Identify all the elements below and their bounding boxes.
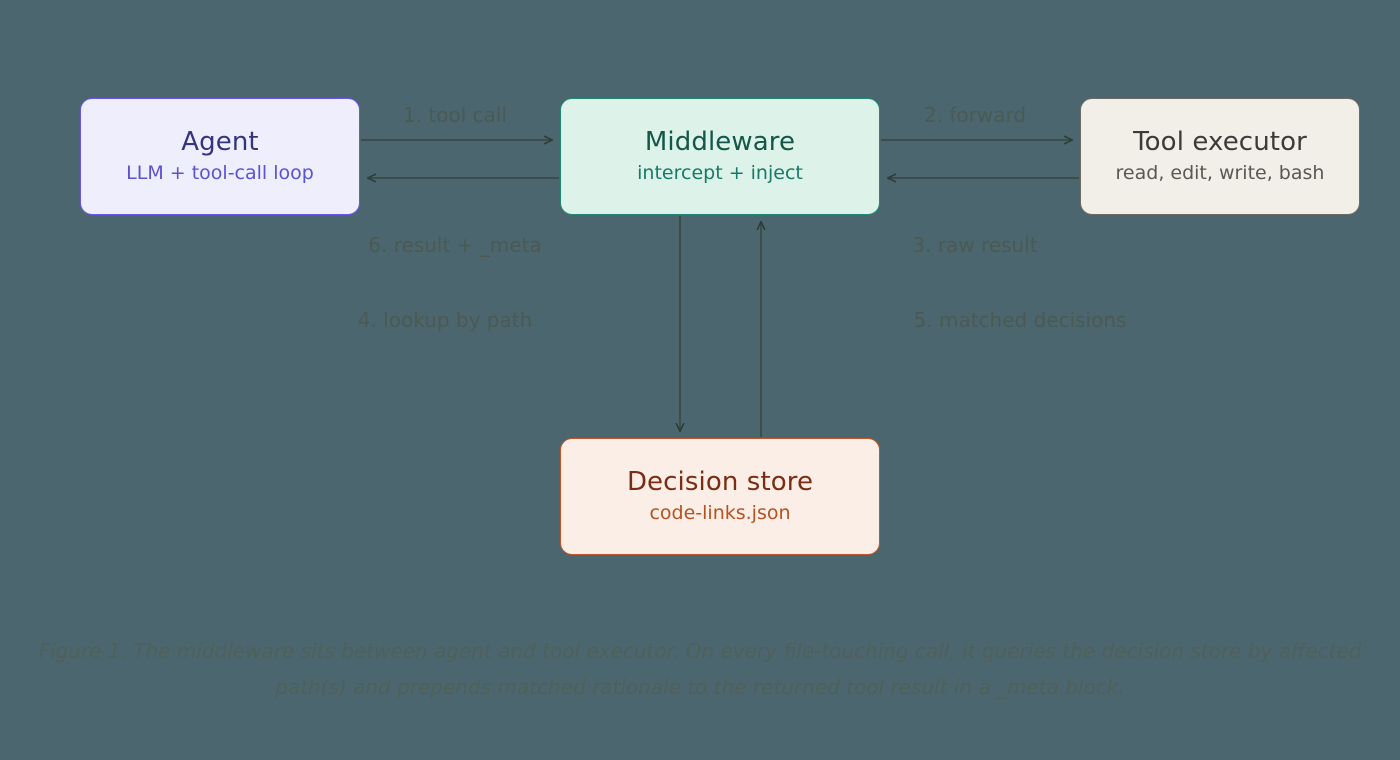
node-tool-executor-subtitle: read, edit, write, bash	[1115, 162, 1325, 185]
node-decision-store-title: Decision store	[626, 467, 814, 498]
node-tool-executor[interactable]: Tool executor read, edit, write, bash	[1080, 98, 1360, 215]
edge-label-2-forward: 2. forward	[923, 103, 1027, 127]
node-middleware-title: Middleware	[644, 127, 796, 158]
node-agent-title: Agent	[181, 127, 259, 158]
node-agent-subtitle: LLM + tool-call loop	[126, 162, 314, 185]
node-tool-executor-title: Tool executor	[1133, 127, 1307, 158]
node-middleware[interactable]: Middleware intercept + inject	[560, 98, 880, 215]
edge-label-1-tool-call: 1. tool call	[402, 103, 508, 127]
node-middleware-subtitle: intercept + inject	[637, 162, 803, 185]
node-decision-store[interactable]: Decision store code-links.json	[560, 438, 880, 555]
edge-label-4-lookup-by-path: 4. lookup by path	[357, 308, 533, 332]
edge-label-6-result-meta: 6. result + _meta	[368, 233, 542, 257]
figure-caption: Figure 1. The middleware sits between ag…	[38, 639, 1362, 699]
edge-label-3-raw-result: 3. raw result	[912, 233, 1038, 257]
node-agent[interactable]: Agent LLM + tool-call loop	[80, 98, 360, 215]
edge-label-5-matched-decisions: 5. matched decisions	[913, 308, 1127, 332]
node-decision-store-subtitle: code-links.json	[649, 502, 791, 525]
